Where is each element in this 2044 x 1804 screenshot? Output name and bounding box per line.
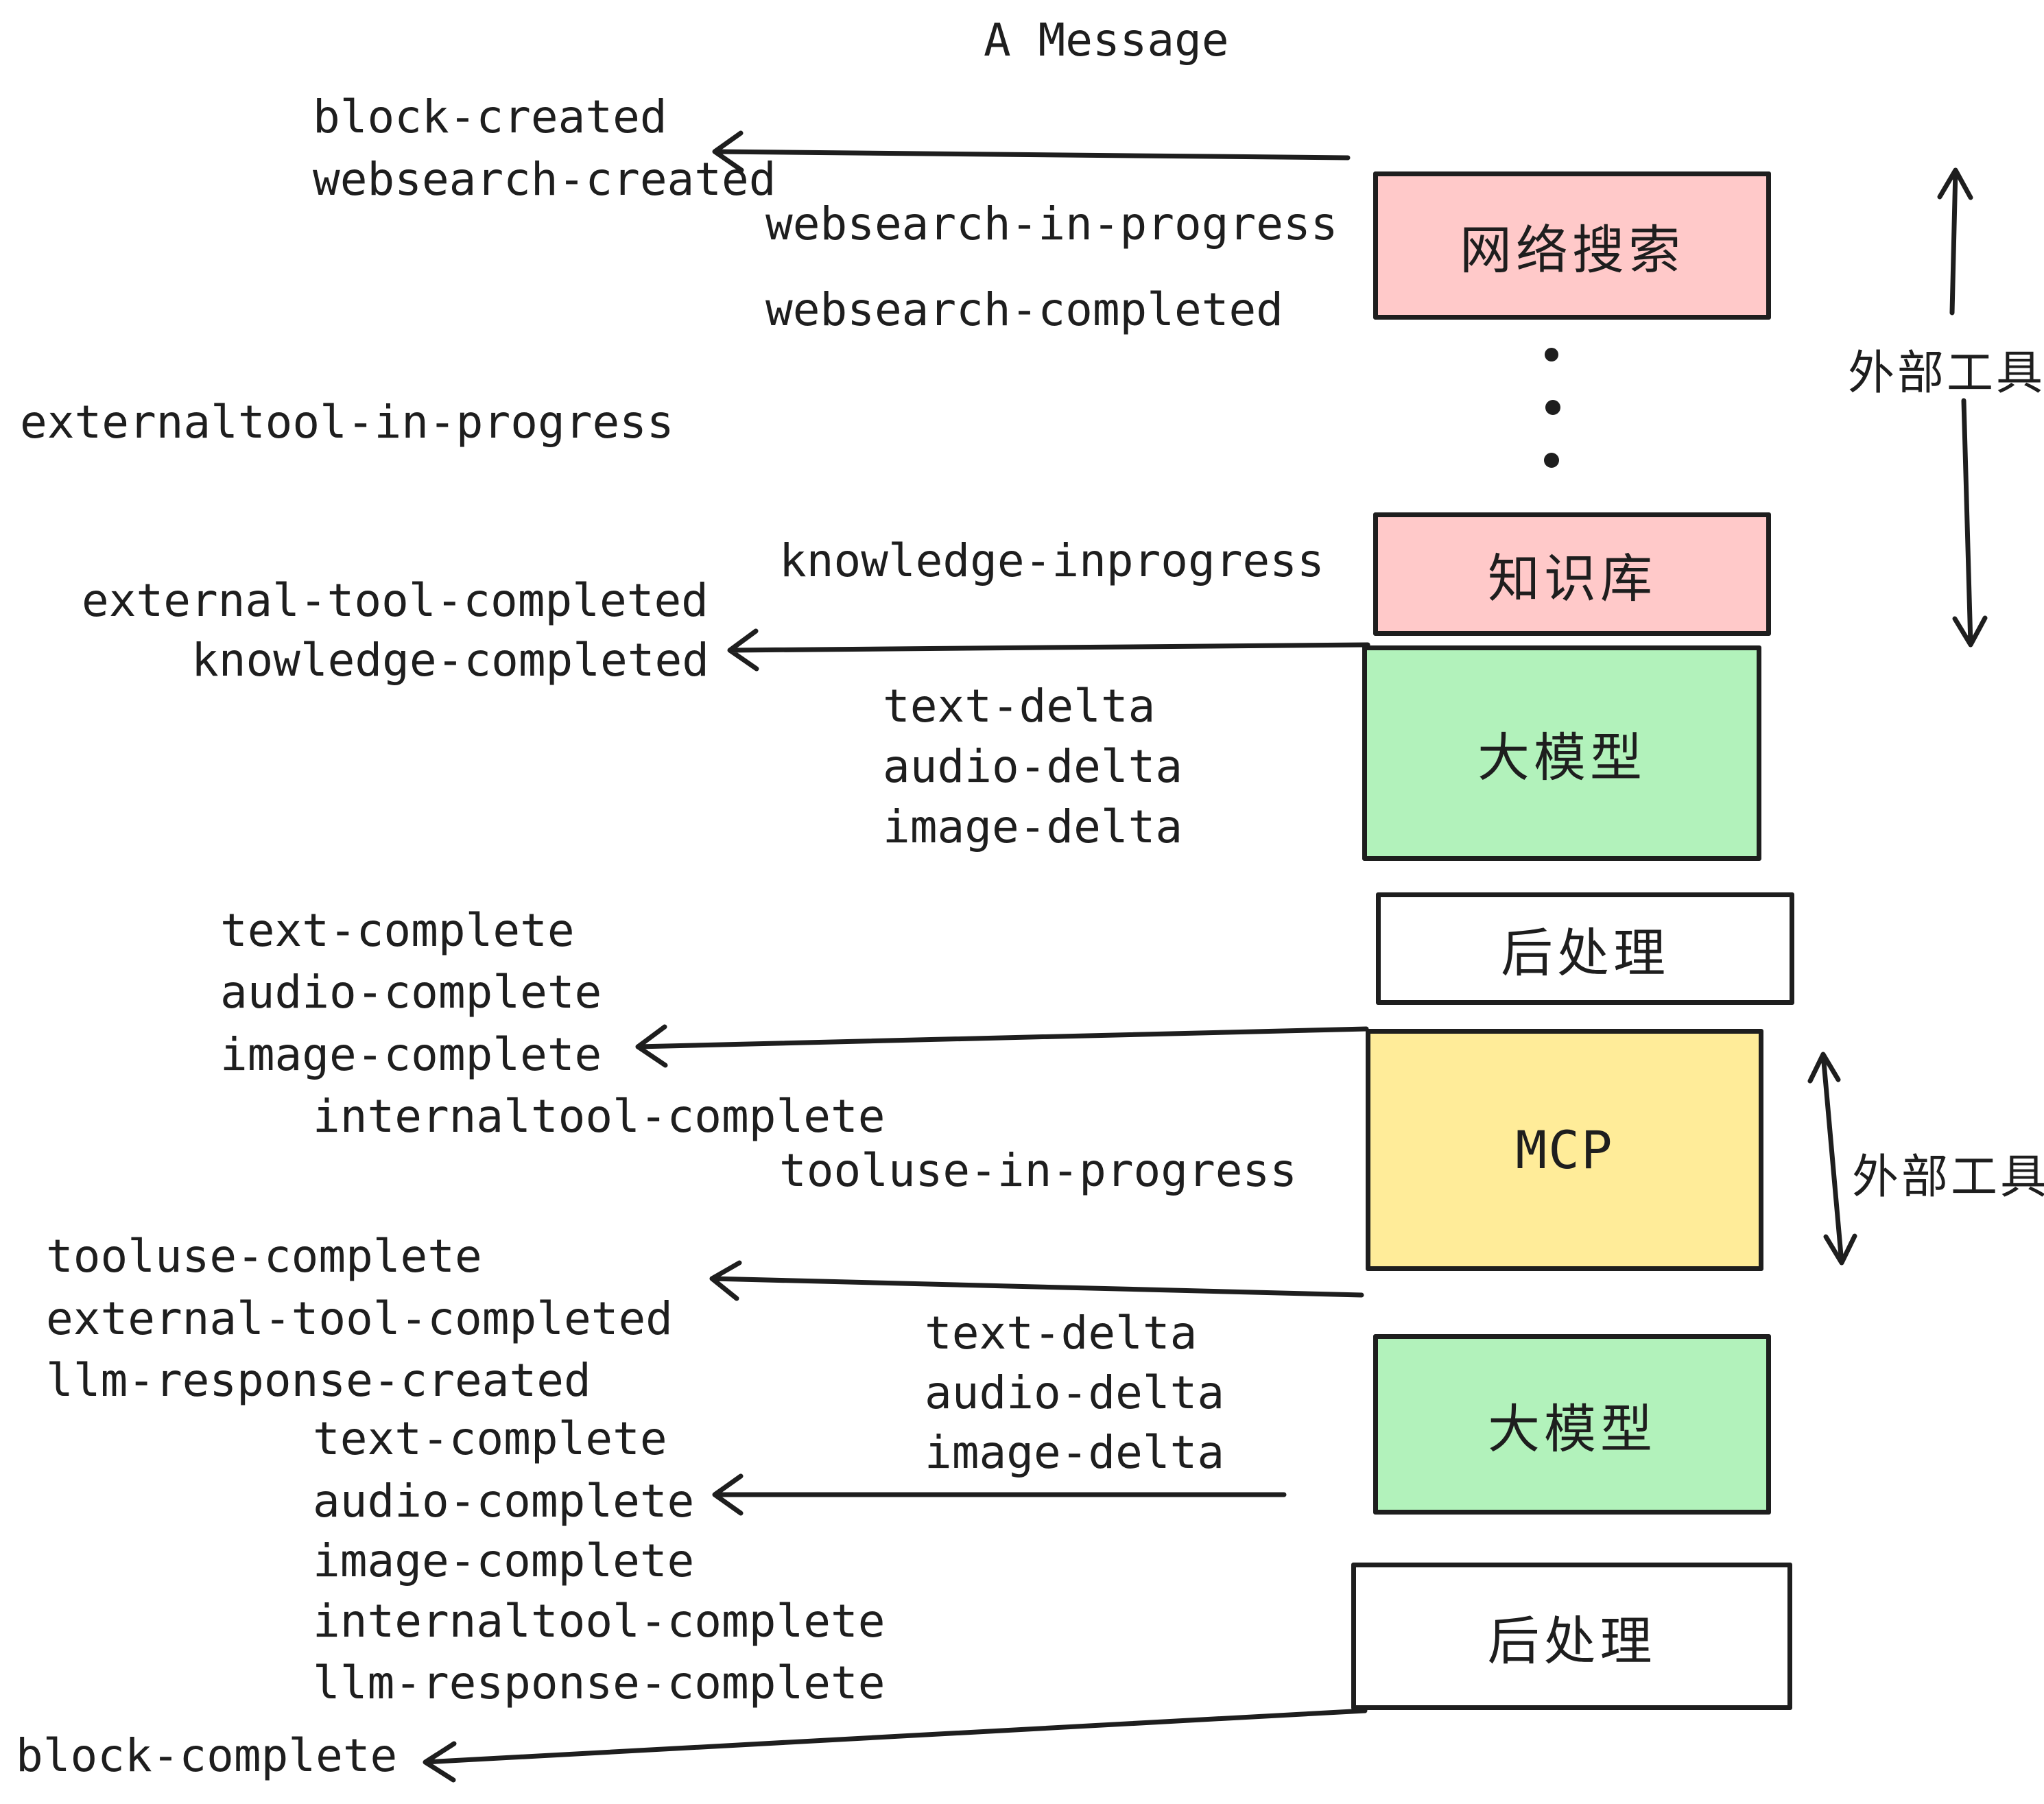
event-label-text-delta-2: text-delta <box>925 1307 1198 1360</box>
arrow-to-audio-complete <box>712 1473 1287 1516</box>
ellipsis-dots <box>1544 348 1560 468</box>
event-label-image-complete-2: image-complete <box>313 1534 695 1587</box>
event-label-knowledge-inprogress: knowledge-inprogress <box>779 534 1324 587</box>
event-label-knowledge-completed: knowledge-completed <box>191 634 709 687</box>
box-websearch-label: 网络搜索 <box>1460 219 1685 281</box>
event-label-image-delta-2: image-delta <box>925 1426 1225 1479</box>
box-postprocess-2: 后处理 <box>1351 1563 1792 1710</box>
event-label-text-complete-2: text-complete <box>313 1412 667 1465</box>
box-mcp-label: MCP <box>1515 1119 1614 1180</box>
box-knowledge: 知识库 <box>1373 512 1771 636</box>
event-label-external-tool-completed-2: external-tool-completed <box>46 1292 673 1345</box>
event-label-tooluse-in-progress: tooluse-in-progress <box>779 1144 1297 1197</box>
event-label-llm-response-complete: llm-response-complete <box>313 1657 886 1709</box>
event-label-audio-complete: audio-complete <box>220 966 602 1019</box>
event-label-text-complete: text-complete <box>220 904 575 957</box>
box-knowledge-label: 知识库 <box>1488 548 1656 609</box>
arrow-to-block-complete <box>423 1708 1368 1783</box>
external-tools-label-mcp: 外部工具 <box>1852 1150 2044 1204</box>
event-label-image-complete: image-complete <box>220 1028 602 1081</box>
arrow-to-block-created <box>712 130 1351 173</box>
event-label-websearch-completed: websearch-completed <box>765 283 1283 336</box>
event-label-audio-delta-2: audio-delta <box>925 1366 1225 1419</box>
box-llm-1-label: 大模型 <box>1477 727 1646 788</box>
event-label-text-delta: text-delta <box>883 680 1156 733</box>
external-tools-down-arrow <box>1952 398 1988 648</box>
event-label-llm-response-created: llm-response-created <box>46 1354 591 1407</box>
event-label-internaltool-complete: internaltool-complete <box>313 1090 886 1143</box>
box-mcp: MCP <box>1366 1029 1763 1271</box>
mcp-external-tools-double-arrow <box>1807 1052 1857 1266</box>
box-llm-2-label: 大模型 <box>1488 1398 1656 1460</box>
arrow-to-knowledge-completed <box>727 628 1370 672</box>
event-label-websearch-created: websearch-created <box>313 153 776 206</box>
box-postprocess-1: 后处理 <box>1376 892 1794 1005</box>
box-postprocess-2-label: 后处理 <box>1487 1610 1656 1672</box>
event-label-block-complete: block-complete <box>16 1729 398 1782</box>
event-label-audio-delta: audio-delta <box>883 740 1183 793</box>
arrow-to-image-complete <box>635 1024 1369 1068</box>
event-label-websearch-in-progress: websearch-in-progress <box>765 198 1338 250</box>
event-label-image-delta: image-delta <box>883 800 1183 853</box>
event-label-internaltool-complete-2: internaltool-complete <box>313 1595 886 1648</box>
arrow-to-tooluse-complete <box>709 1260 1364 1301</box>
event-label-external-tool-completed: external-tool-completed <box>82 574 709 627</box>
diagram-title: A Message <box>984 14 1229 67</box>
event-label-audio-complete-2: audio-complete <box>313 1475 695 1528</box>
external-tools-label-top: 外部工具 <box>1848 346 2044 401</box>
box-llm-1: 大模型 <box>1362 645 1761 861</box>
box-postprocess-1-label: 后处理 <box>1501 923 1669 984</box>
external-tools-up-arrow <box>1937 167 1973 316</box>
box-llm-2: 大模型 <box>1373 1334 1771 1515</box>
box-websearch: 网络搜索 <box>1373 171 1771 320</box>
event-label-externaltool-in-progress: externaltool-in-progress <box>20 396 674 449</box>
event-label-tooluse-complete: tooluse-complete <box>46 1230 482 1283</box>
event-label-block-created: block-created <box>313 91 667 143</box>
